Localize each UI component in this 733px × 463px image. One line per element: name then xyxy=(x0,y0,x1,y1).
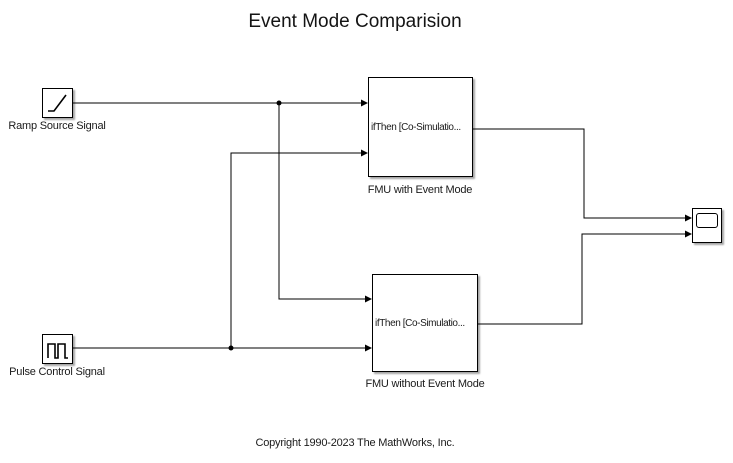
copyright-annotation: Copyright 1990-2023 The MathWorks, Inc. xyxy=(255,437,455,449)
wire-branch-ramp-to-fmu-without-event[interactable] xyxy=(276,100,373,303)
ramp-source-label[interactable]: Ramp Source Signal xyxy=(8,120,106,132)
wire-fmu-with-event-to-scope[interactable] xyxy=(473,128,692,222)
ramp-icon xyxy=(48,94,67,112)
fmu-with-event-mode-label[interactable]: FMU with Event Mode xyxy=(367,184,473,196)
pulse-icon xyxy=(47,343,68,359)
fmu-without-event-mode-block[interactable]: ifThen [Co-Simulatio... xyxy=(372,274,478,372)
scope-block[interactable] xyxy=(692,208,722,243)
ramp-source-block[interactable] xyxy=(42,88,73,118)
wire-pulse-to-fmu-without-event[interactable] xyxy=(73,344,372,352)
fmu-without-event-mode-label[interactable]: FMU without Event Mode xyxy=(365,378,485,390)
diagram-title: Event Mode Comparision xyxy=(248,11,462,32)
wire-fmu-without-event-to-scope[interactable] xyxy=(478,230,692,325)
wire-branch-pulse-to-fmu-with-event[interactable] xyxy=(228,149,369,351)
fmu-with-event-inner-text: ifThen [Co-Simulatio... xyxy=(371,121,461,133)
pulse-control-block[interactable] xyxy=(42,334,73,364)
wire-ramp-to-fmu-with-event[interactable] xyxy=(73,99,368,107)
scope-display-icon xyxy=(696,213,718,228)
pulse-control-label[interactable]: Pulse Control Signal xyxy=(9,366,105,378)
fmu-without-event-inner-text: ifThen [Co-Simulatio... xyxy=(375,317,465,329)
fmu-with-event-mode-block[interactable]: ifThen [Co-Simulatio... xyxy=(368,77,473,177)
